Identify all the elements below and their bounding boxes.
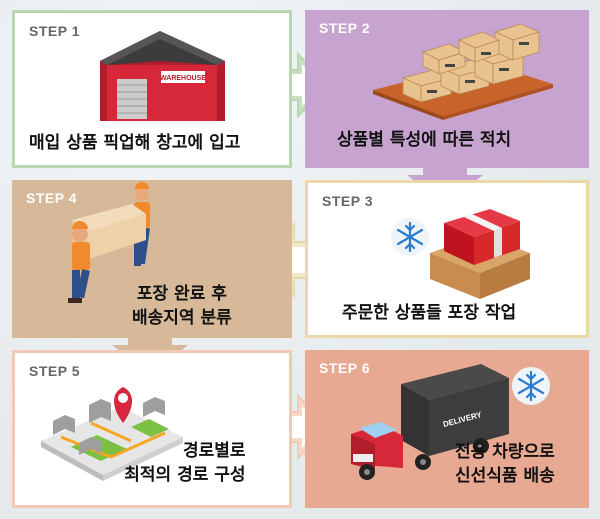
- step-5-caption: 경로별로 최적의 경로 구성: [124, 439, 246, 487]
- step-5-caption-line2: 최적의 경로 구성: [124, 465, 246, 485]
- map-pin-icon: [41, 387, 183, 481]
- step-6-panel: STEP 6 DELIVERY 전용 차량으로 신선식품 배송: [305, 350, 589, 508]
- step-2-panel: STEP 2 상품별 특성에 따른 적치: [305, 10, 589, 168]
- step-5-panel: STEP 5 경로별로 최적의 경로 구성: [12, 350, 292, 508]
- step-6-caption: 전용 차량으로 신선식품 배송: [455, 440, 555, 488]
- delivery-truck-icon: DELIVERY: [351, 364, 509, 480]
- step-label: STEP 5: [29, 363, 80, 379]
- warehouse-icon: WAREHOUSE: [100, 31, 225, 121]
- step-4-caption-line2: 배송지역 분류: [132, 308, 232, 328]
- red-package-icon: [430, 209, 530, 299]
- step-6-caption-line2: 신선식품 배송: [455, 466, 555, 486]
- step-label: STEP 4: [26, 190, 77, 206]
- warehouse-sign: WAREHOUSE: [160, 75, 206, 82]
- step-5-caption-line1: 경로별로: [183, 441, 246, 461]
- step-1-panel: STEP 1 WAREHOUSE 매입 상품 픽업해 창고에 입고: [12, 10, 292, 168]
- step-1-caption: 매입 상품 픽업해 창고에 입고: [29, 133, 241, 153]
- step-3-panel: STEP 3 주문한 상품들 포장 작업: [305, 180, 589, 338]
- step-label: STEP 3: [322, 193, 373, 209]
- snowflake-icon: [391, 218, 429, 256]
- step-2-caption: 상품별 특성에 따른 적치: [337, 130, 512, 150]
- step-3-caption: 주문한 상품들 포장 작업: [342, 303, 517, 323]
- step-label: STEP 2: [319, 20, 370, 36]
- step-label: STEP 6: [319, 360, 370, 376]
- step-4-panel: STEP 4 포장 완료 후 배송지역 분류: [12, 180, 292, 338]
- step-4-caption: 포장 완료 후 배송지역 분류: [132, 282, 232, 330]
- step-6-caption-line1: 전용 차량으로: [455, 442, 555, 462]
- step-label: STEP 1: [29, 23, 80, 39]
- step-4-caption-line1: 포장 완료 후: [136, 284, 227, 304]
- stacked-boxes-icon: [373, 23, 553, 120]
- workers-carrying-box-icon: [68, 182, 150, 303]
- snowflake-icon: [512, 367, 550, 405]
